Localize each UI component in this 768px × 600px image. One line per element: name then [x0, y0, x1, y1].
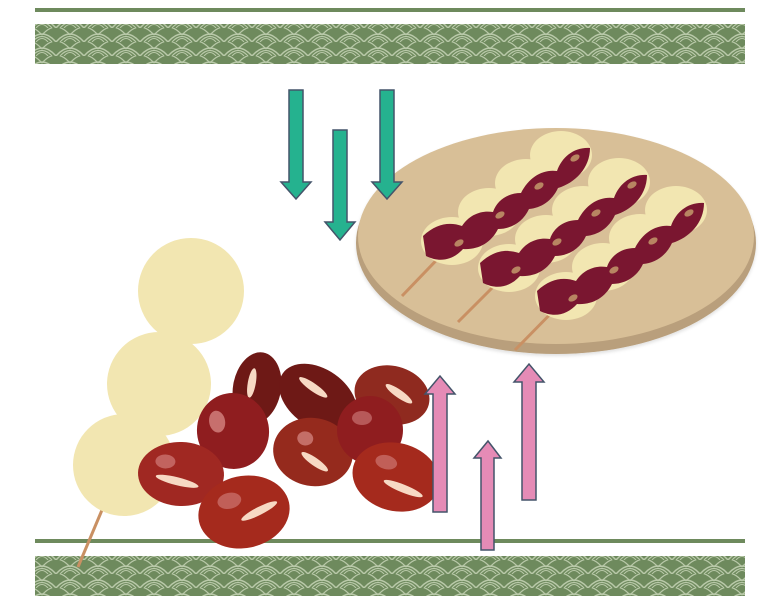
bottom-seigaiha-border — [35, 539, 745, 596]
plain-dango-skewer — [73, 238, 244, 568]
top-seigaiha-border — [35, 8, 745, 64]
teal-down-arrows — [279, 89, 404, 242]
azuki-beans — [138, 352, 440, 549]
pink-up-arrows — [423, 362, 546, 551]
dango-skewers — [400, 131, 707, 352]
